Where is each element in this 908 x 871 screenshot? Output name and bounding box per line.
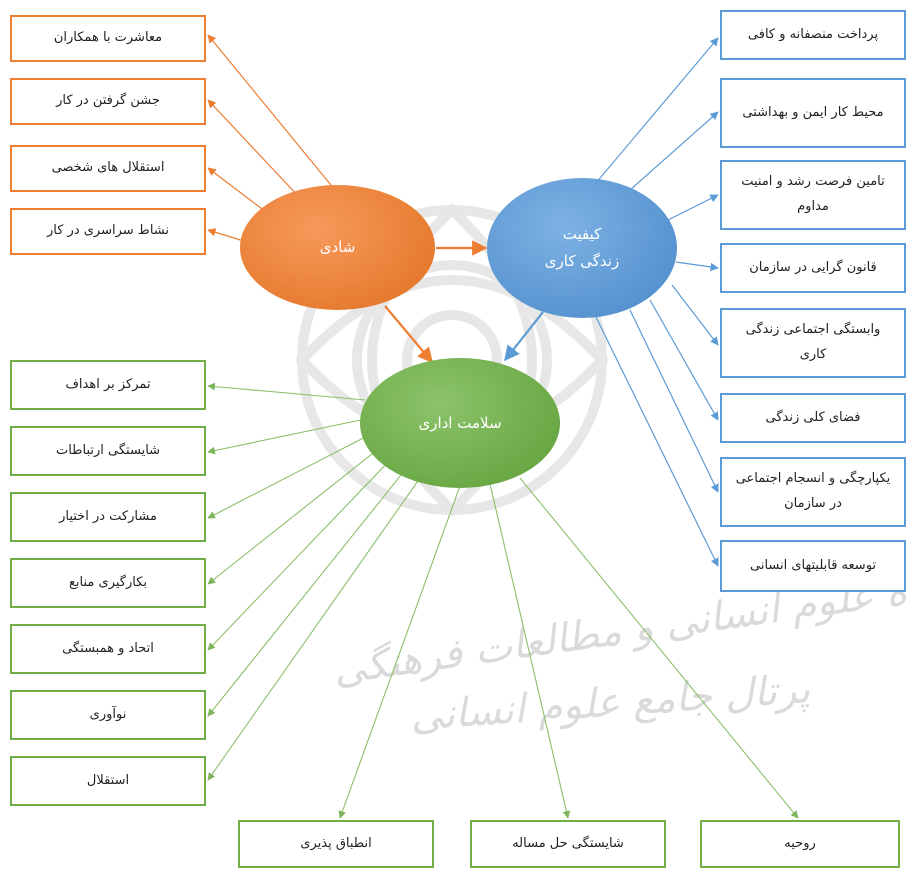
joy-connector bbox=[207, 99, 301, 199]
joy-item: معاشرت با همکاران bbox=[10, 15, 206, 62]
health-connector bbox=[207, 469, 406, 717]
health-item: تمرکز بر اهداف bbox=[10, 360, 206, 410]
health-item: اتحاد و همبستگی bbox=[10, 624, 206, 674]
qwl-item: وابستگی اجتماعی زندگی کاری bbox=[720, 308, 906, 378]
health-item: استقلال bbox=[10, 756, 206, 806]
health-item: مشارکت در اختیار bbox=[10, 492, 206, 542]
health-item: روحیه bbox=[700, 820, 900, 868]
administrative-health-node: سلامت اداری bbox=[360, 358, 560, 488]
joy-to-health-arrow bbox=[384, 305, 433, 364]
qwl-connector bbox=[589, 37, 719, 191]
qwl-item: توسعه قابلیتهای انسانی bbox=[720, 540, 906, 592]
health-connector bbox=[338, 485, 461, 819]
health-connector bbox=[519, 477, 799, 819]
health-item: شایستگی ارتباطات bbox=[10, 426, 206, 476]
joy-connector bbox=[207, 34, 336, 191]
health-item: انطباق پذیری bbox=[238, 820, 434, 868]
qwl-item: قانون گرایی در سازمان bbox=[720, 243, 906, 293]
joy-item: استقلال های شخصی bbox=[10, 145, 206, 192]
qwl-item: محیط کار ایمن و بهداشتی bbox=[720, 78, 906, 148]
qwl-item: پرداخت منصفانه و کافی bbox=[720, 10, 906, 60]
health-connector bbox=[207, 431, 376, 519]
qwl-item: یکپارچگی و انسجام اجتماعی در سازمان bbox=[720, 457, 906, 527]
health-item: شایستگی حل مساله bbox=[470, 820, 666, 868]
health-connector bbox=[207, 457, 393, 651]
qwl-connector bbox=[667, 194, 719, 221]
joy-item: جشن گرفتن در کار bbox=[10, 78, 206, 125]
health-connector bbox=[207, 382, 366, 401]
joy-node: شادی bbox=[240, 185, 435, 310]
qwl-item: فضای کلی زندگی bbox=[720, 393, 906, 443]
health-item: نوآوری bbox=[10, 690, 206, 740]
joy-item: نشاط سراسری در کار bbox=[10, 208, 206, 255]
qwl-connector bbox=[671, 284, 719, 346]
qwl-connector bbox=[629, 111, 719, 191]
qwl-connector bbox=[649, 299, 719, 421]
health-connector bbox=[489, 483, 571, 819]
quality-of-work-life-node: کیفیت زندگی کاری bbox=[487, 178, 677, 318]
qwl-item: تامین فرصت رشد و امنیت مداوم bbox=[720, 160, 906, 230]
qwl-connector bbox=[629, 309, 719, 493]
joy-connector bbox=[207, 167, 271, 216]
health-connector bbox=[207, 417, 371, 455]
qwl-connector bbox=[675, 261, 719, 272]
health-connector bbox=[207, 445, 383, 585]
qwl-to-health-arrow bbox=[504, 311, 544, 362]
qwl-connector bbox=[594, 314, 719, 567]
health-item: بکارگیری منابع bbox=[10, 558, 206, 608]
health-connector bbox=[207, 477, 421, 781]
